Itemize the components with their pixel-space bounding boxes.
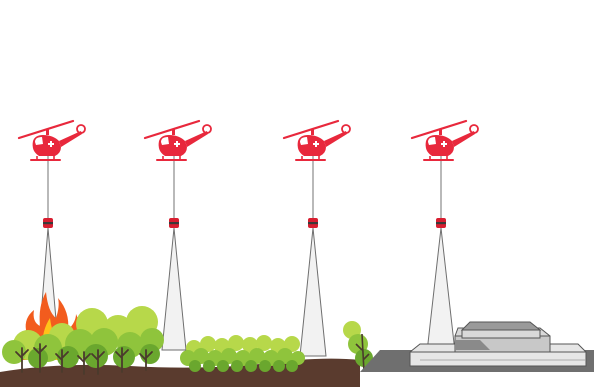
helicopter-icon xyxy=(412,121,478,160)
bucket-icon xyxy=(436,218,446,228)
ground xyxy=(0,359,360,387)
bucket-icon xyxy=(169,218,179,228)
burning-forest xyxy=(2,292,164,374)
helicopter-4 xyxy=(412,121,478,352)
water-cone-4 xyxy=(427,228,455,352)
shrubland xyxy=(180,335,305,372)
water-cone-2 xyxy=(162,228,186,350)
helicopter-icon xyxy=(284,121,350,160)
helicopter-icon xyxy=(145,121,211,160)
bucket-icon xyxy=(43,218,53,228)
helicopter-icon xyxy=(19,121,85,160)
helicopter-3 xyxy=(284,121,350,356)
urban-building xyxy=(360,322,594,372)
water-cone-3 xyxy=(300,228,326,356)
bucket-icon xyxy=(308,218,318,228)
